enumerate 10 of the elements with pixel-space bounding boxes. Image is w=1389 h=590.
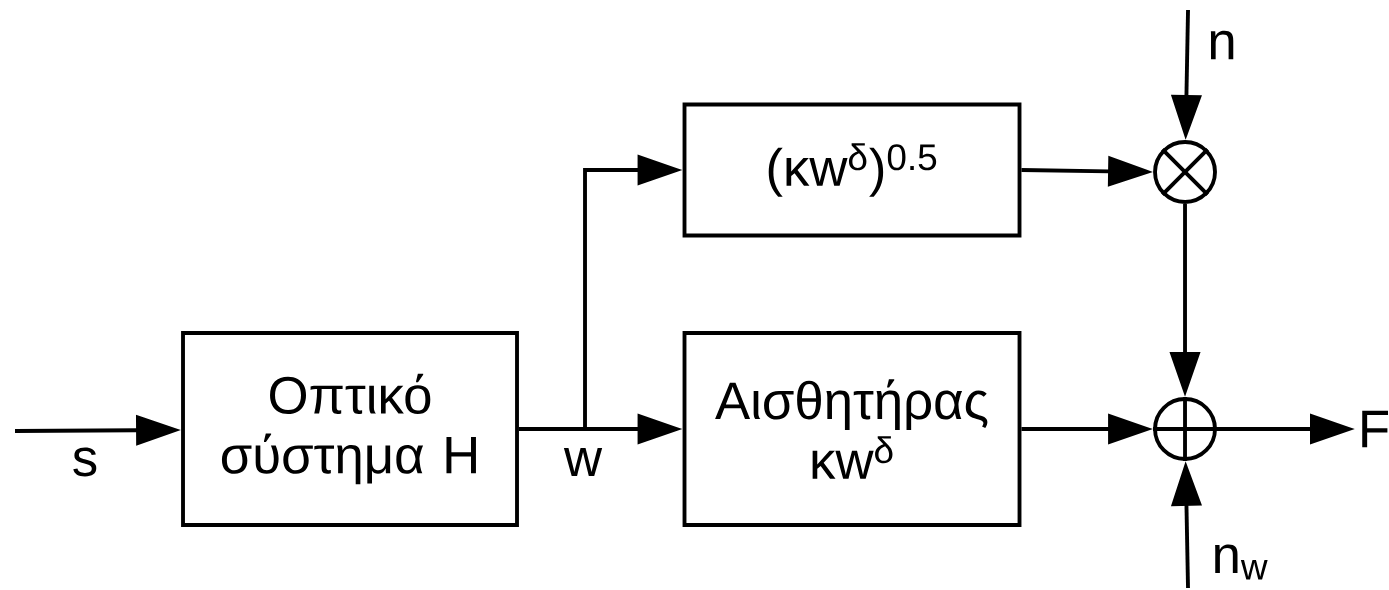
multiplier-circle: [1153, 140, 1217, 204]
adder-circle: [1153, 397, 1217, 461]
edge-label: F: [1362, 410, 1388, 448]
process-box: (κw$^{δ}$)$^{0.5}$: [682, 102, 1022, 238]
edge-label: n$_{w}$: [1215, 544, 1268, 580]
process-box: Οπτικό σύστημα H: [181, 331, 519, 527]
edge-label: s: [73, 447, 97, 477]
edge-label: w: [563, 448, 603, 476]
edge-label: n: [1210, 30, 1234, 60]
process-box: Αισθητήρας κw$^{δ}$: [682, 331, 1022, 527]
